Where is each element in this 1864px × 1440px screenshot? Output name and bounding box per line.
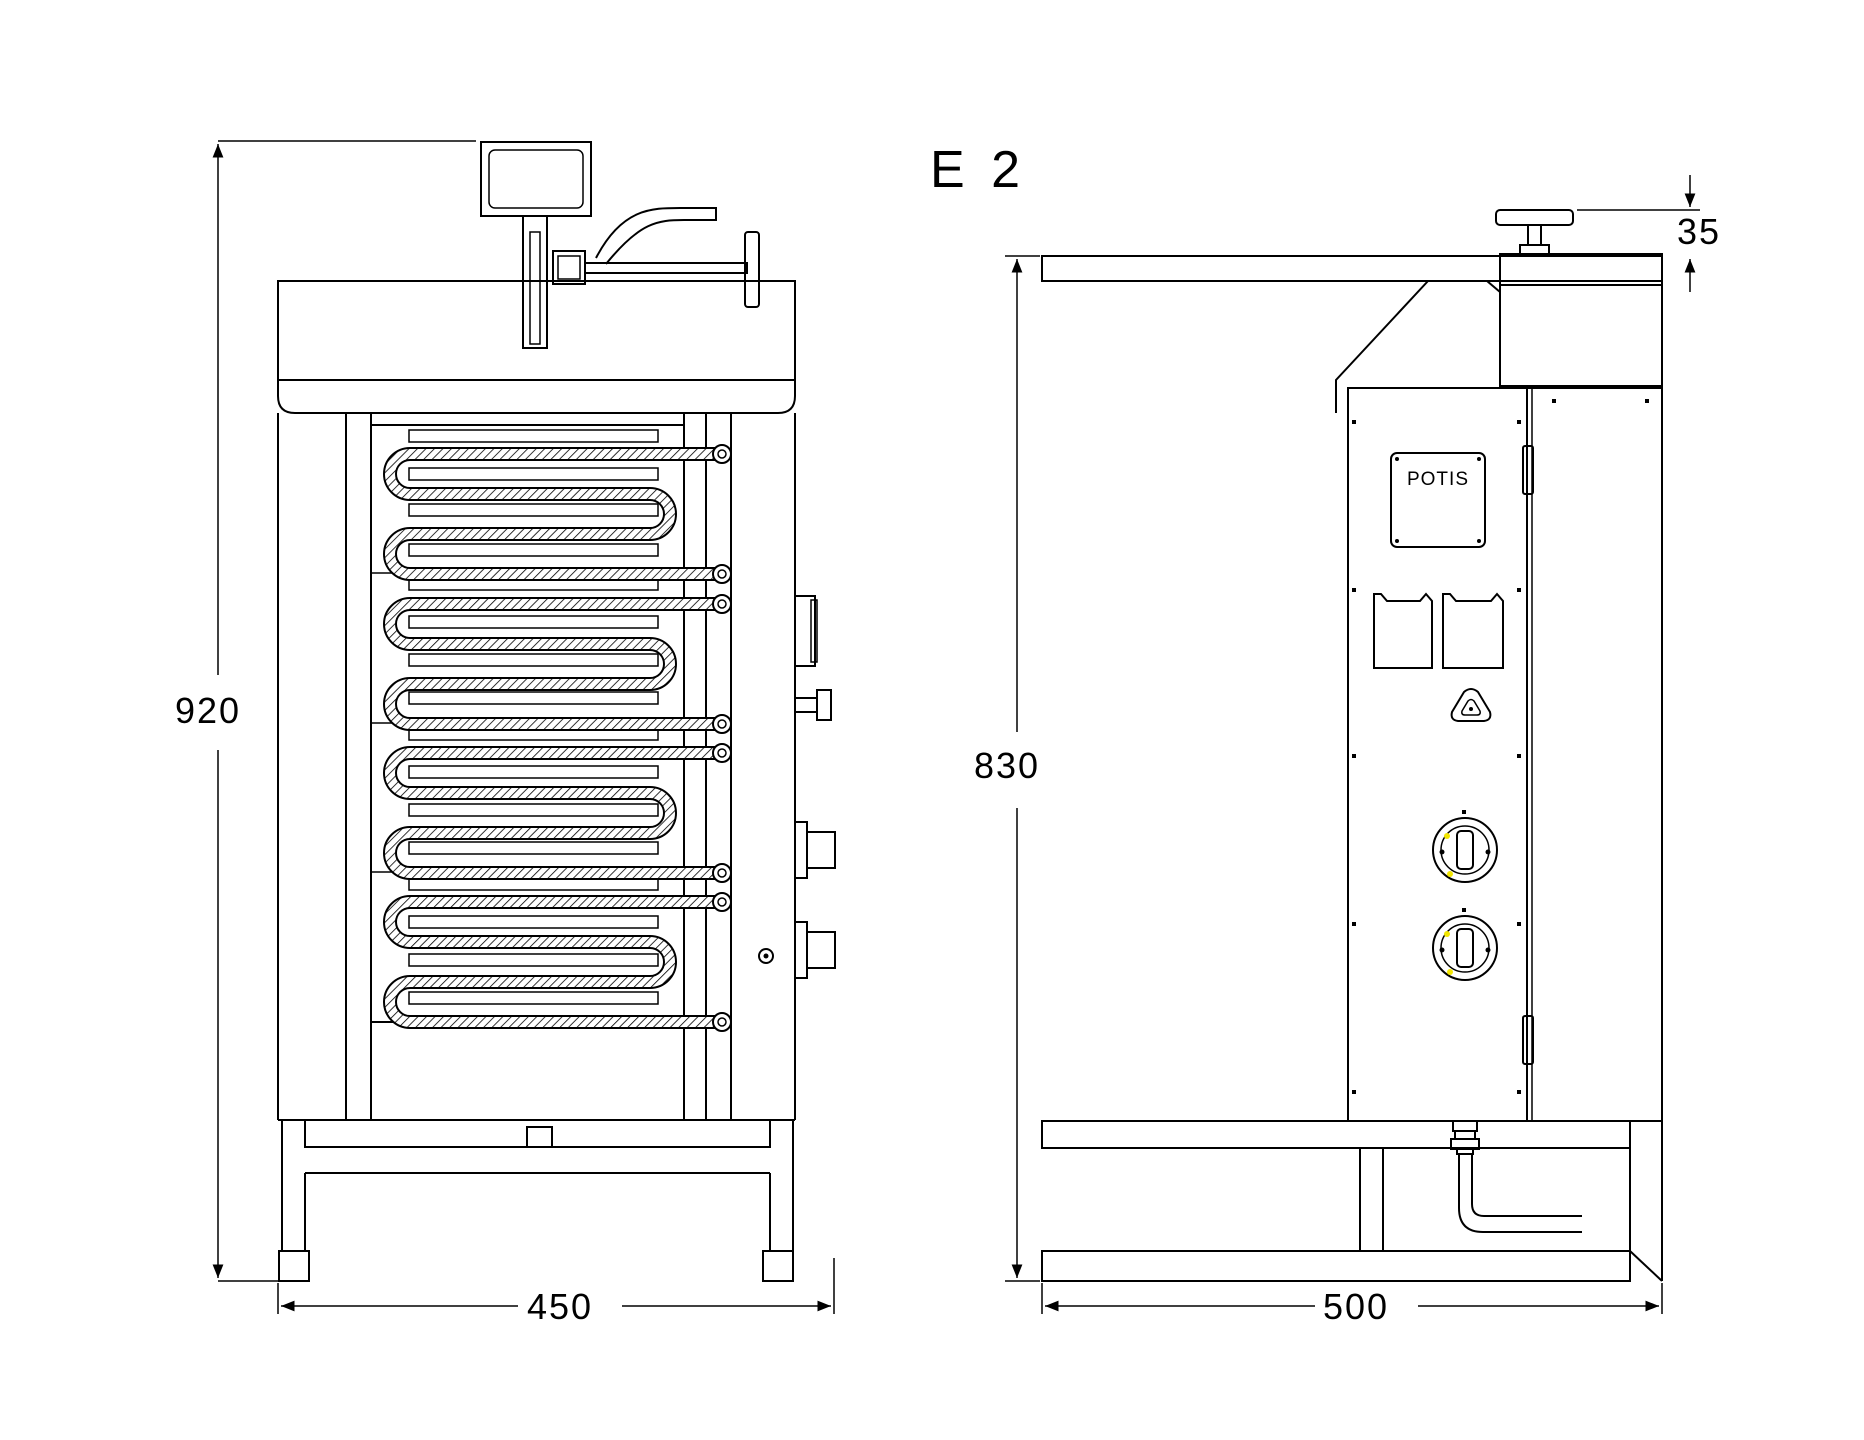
side-height-dimension: 830 xyxy=(974,255,1040,1282)
heating-coils xyxy=(383,444,732,1032)
side-width-dimension: 500 xyxy=(1041,1283,1663,1327)
side-height-label: 830 xyxy=(974,745,1040,786)
rotary-knob-icon[interactable] xyxy=(1432,810,1498,883)
brand-label: POTIS xyxy=(1407,469,1469,490)
model-title: E 2 xyxy=(930,141,1026,199)
panel-screws xyxy=(1352,399,1649,1094)
side-width-label: 500 xyxy=(1323,1286,1389,1327)
rotary-knob-icon[interactable] xyxy=(1432,908,1498,981)
side-view: 830 500 35 xyxy=(974,175,1721,1327)
front-height-label: 920 xyxy=(175,690,241,731)
top-offset-label: 35 xyxy=(1677,211,1721,252)
front-height-dimension: 920 xyxy=(175,140,476,1282)
power-sockets xyxy=(1373,592,1504,669)
brand-plate: POTIS xyxy=(1390,452,1486,548)
front-width-dimension: 450 xyxy=(277,1258,835,1327)
top-offset-dimension: 35 xyxy=(1577,175,1721,292)
front-width-label: 450 xyxy=(527,1286,593,1327)
front-view: 920 450 xyxy=(175,140,836,1327)
warning-triangle-icon xyxy=(1450,688,1492,722)
